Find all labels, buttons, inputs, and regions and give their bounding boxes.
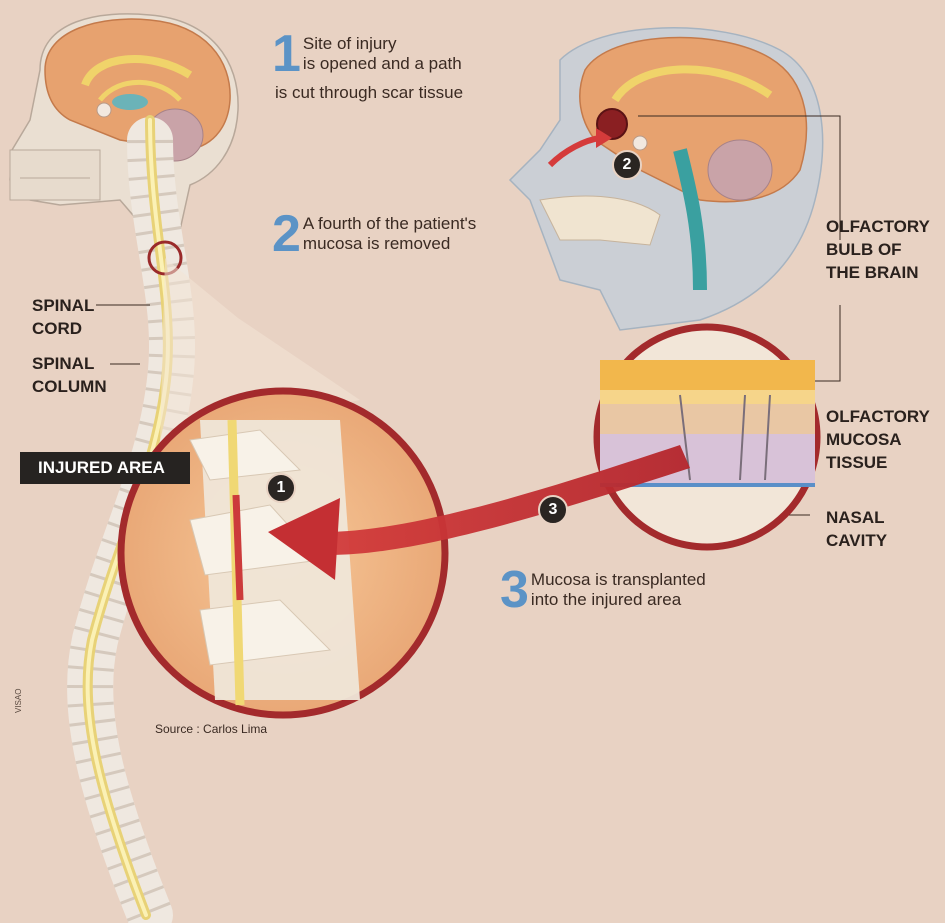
spinal-cord-label-line2: CORD xyxy=(32,319,83,338)
olfactory-mucosa-label: OLFACTORY MUCOSA TISSUE xyxy=(826,405,930,474)
nasal-cavity-label: NASAL CAVITY xyxy=(826,506,887,552)
step-one-line2: is opened and a path xyxy=(302,54,462,73)
step-one-caption: 1 Site of injury is opened and a path xyxy=(272,25,462,83)
spinal-cord-label: SPINAL CORD xyxy=(32,294,94,340)
step-one-line3-wrap: is cut through scar tissue xyxy=(275,83,463,103)
olfactory-bulb-label-line1: OLFACTORY xyxy=(826,217,930,236)
mucosa-magnifier xyxy=(593,323,821,551)
publication-credit: VISAO xyxy=(14,688,23,713)
transplant-arrow xyxy=(268,445,690,580)
right-head xyxy=(508,27,824,331)
step-one-badge: 1 xyxy=(266,473,296,503)
step-two-line1: A fourth of the patient's xyxy=(302,214,477,233)
olfactory-mucosa-label-line2: MUCOSA xyxy=(826,430,902,449)
spinal-column-label: SPINAL COLUMN xyxy=(32,352,107,398)
spinal-column-label-line2: COLUMN xyxy=(32,377,107,396)
source-credit: Source : Carlos Lima xyxy=(155,722,268,736)
step-three-line2: into the injured area xyxy=(530,590,682,609)
olfactory-bulb-label-line2: BULB OF xyxy=(826,240,902,259)
step-two-badge: 2 xyxy=(612,150,642,180)
olfactory-bulb-label-line3: THE BRAIN xyxy=(826,263,919,282)
step-three-number: 3 xyxy=(500,561,529,619)
spine-magnifier xyxy=(117,387,449,719)
step-three-line1: Mucosa is transplanted xyxy=(530,570,706,589)
step-three-caption: 3 Mucosa is transplanted into the injure… xyxy=(500,561,706,619)
step-one-line1: Site of injury xyxy=(302,34,397,53)
olfactory-mucosa-label-line1: OLFACTORY xyxy=(826,407,930,426)
step-three-badge: 3 xyxy=(538,495,568,525)
olfactory-mucosa-label-line3: TISSUE xyxy=(826,453,888,472)
injured-area-tag: INJURED AREA xyxy=(20,452,190,484)
step-one-line3: is cut through scar tissue xyxy=(275,83,464,102)
olfactory-bulb-label: OLFACTORY BULB OF THE BRAIN xyxy=(826,215,930,284)
step-one-number: 1 xyxy=(272,25,301,83)
step-two-line2: mucosa is removed xyxy=(302,234,451,253)
step-two-number: 2 xyxy=(272,205,301,263)
spinal-column-label-line1: SPINAL xyxy=(32,354,95,373)
nasal-cavity-label-line1: NASAL xyxy=(826,508,885,527)
spinal-cord-label-line1: SPINAL xyxy=(32,296,95,315)
step-two-caption: 2 A fourth of the patient's mucosa is re… xyxy=(272,205,477,263)
nasal-cavity-label-line2: CAVITY xyxy=(826,531,888,550)
